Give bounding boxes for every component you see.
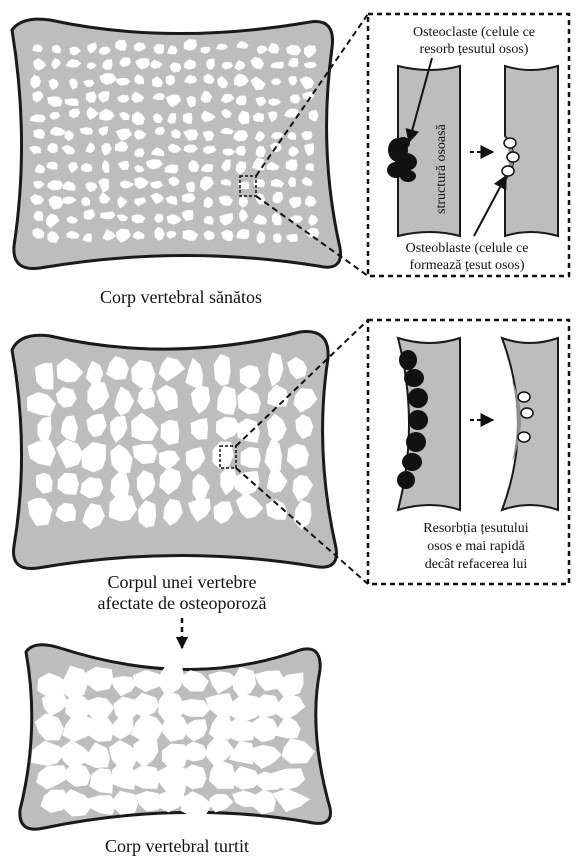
osteoporotic-vertebra-label-line1: Corpul unei vertebre (108, 572, 257, 592)
healthy-vertebra (12, 19, 341, 268)
inset-healthy-remodeling: structură osoasă Osteoclaste (celule ce … (368, 14, 569, 276)
osteoblasts-label-line2: formează țesut osos) (409, 258, 524, 273)
flattened-vertebra-label: Corp vertebral turtit (105, 836, 249, 856)
inset-osteoporotic-resorption: Resorbția țesutului osos e mai rapidă de… (368, 320, 569, 584)
bone-slab-right (505, 66, 558, 236)
osteoclasts-label-line2: resorb țesutul osos) (420, 42, 529, 57)
osteoclasts-label-line1: Osteoclaste (celule ce (413, 25, 535, 40)
flattened-vertebra (20, 645, 331, 829)
resorption-label-line1: Resorbția țesutului (423, 521, 528, 536)
osteoporotic-vertebra-label-line2: afectate de osteoporoză (98, 593, 267, 613)
healthy-vertebra-label: Corp vertebral sănătos (100, 287, 262, 307)
healthy-vertebra-outline (12, 19, 341, 268)
osteoblasts-label-line1: Osteoblaste (celule ce (406, 241, 529, 256)
resorption-label-line2: osos e mai rapidă (427, 539, 525, 554)
bone-structure-label: structură osoasă (434, 123, 449, 214)
osteoporotic-vertebra (12, 332, 337, 569)
resorption-label-line3: decât refacerea lui (425, 557, 528, 572)
